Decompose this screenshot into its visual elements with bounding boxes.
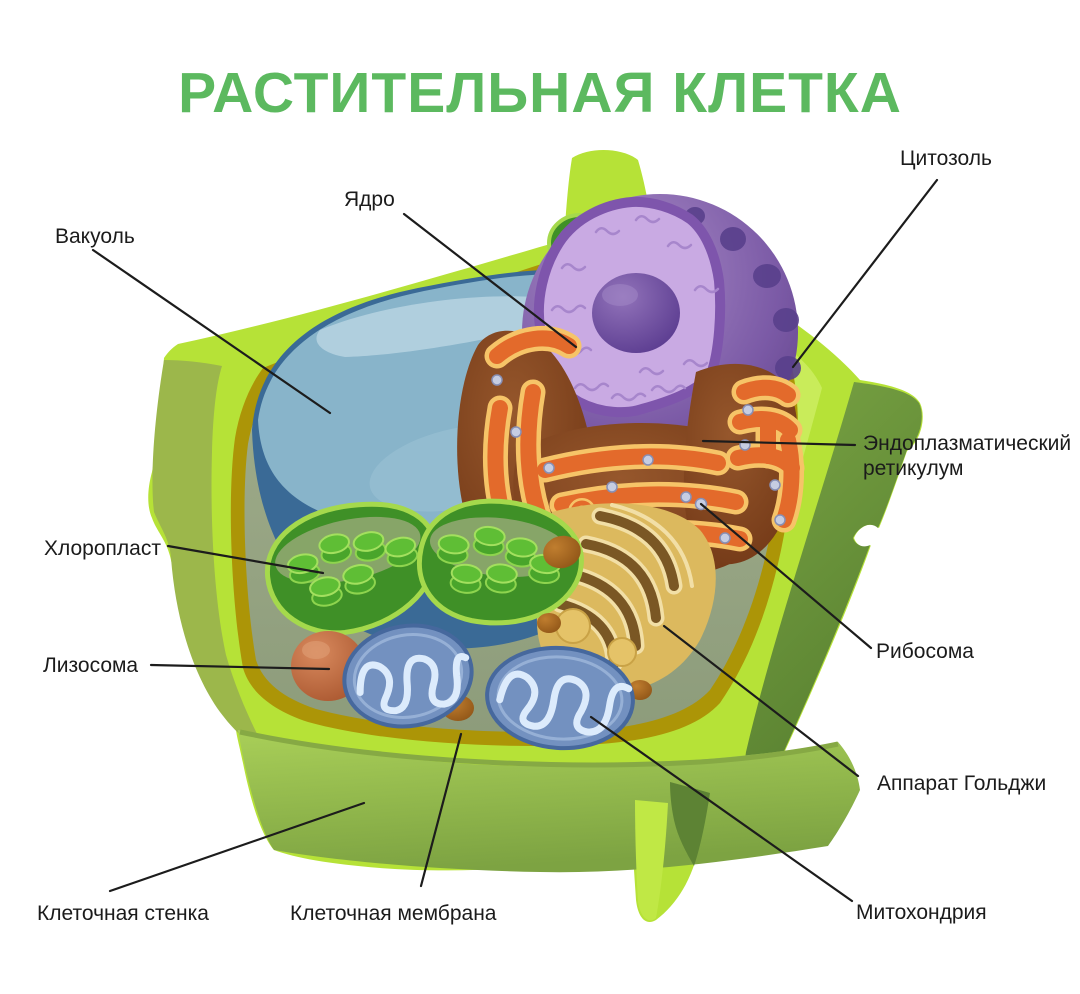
nucleolus [592,273,680,353]
label-vacuole: Вакуоль [55,225,135,248]
leader-line-mitochondria [589,715,854,903]
label-cytosol: Цитозоль [900,147,992,170]
grana-stacks [436,525,562,594]
label-lysosome: Лизосома [43,654,139,677]
leader-line-er [701,439,857,447]
label-golgi: Аппарат Гольджи [877,772,1047,795]
leader-line-golgi [662,624,860,778]
label-nucleus: Ядро [344,188,395,211]
cristae [356,653,470,715]
leader-lines [91,178,939,903]
leader-line-cell-membrane [419,732,463,888]
cell-wall-right-face [741,382,922,830]
label-endoplasmic-reticulum: Эндоплазматический ретикулум [863,432,1072,480]
label-chloroplast: Хлоропласт [44,537,161,560]
golgi-vesicle [555,608,591,644]
cell-wall-front-face [238,730,860,873]
chloroplast-2 [417,498,584,626]
leader-line-cell-wall [108,801,366,893]
leader-line-chloroplast [166,544,325,575]
small-vesicles [442,535,652,721]
leader-line-lysosome [149,663,331,671]
cell-wall-dark-wedge [670,782,710,866]
golgi-vesicle [607,637,637,667]
cell-wall-fold [239,729,839,768]
er-cisternae [482,325,805,553]
label-cell-wall: Клеточная стенка [37,902,209,925]
mitochondrion-1 [342,623,474,729]
label-cell-membrane: Клеточная мембрана [290,902,497,925]
diagram-title: РАСТИТЕЛЬНАЯ КЛЕТКА [178,61,902,125]
label-ribosome: Рибосома [876,640,974,663]
leader-line-ribosome [699,502,873,650]
cell-wall-pillar [635,800,668,921]
leader-line-cytosol [791,178,939,369]
leader-line-vacuole [91,248,332,415]
leader-line-nucleus [402,212,578,349]
label-mitochondria: Митохондрия [856,901,987,924]
